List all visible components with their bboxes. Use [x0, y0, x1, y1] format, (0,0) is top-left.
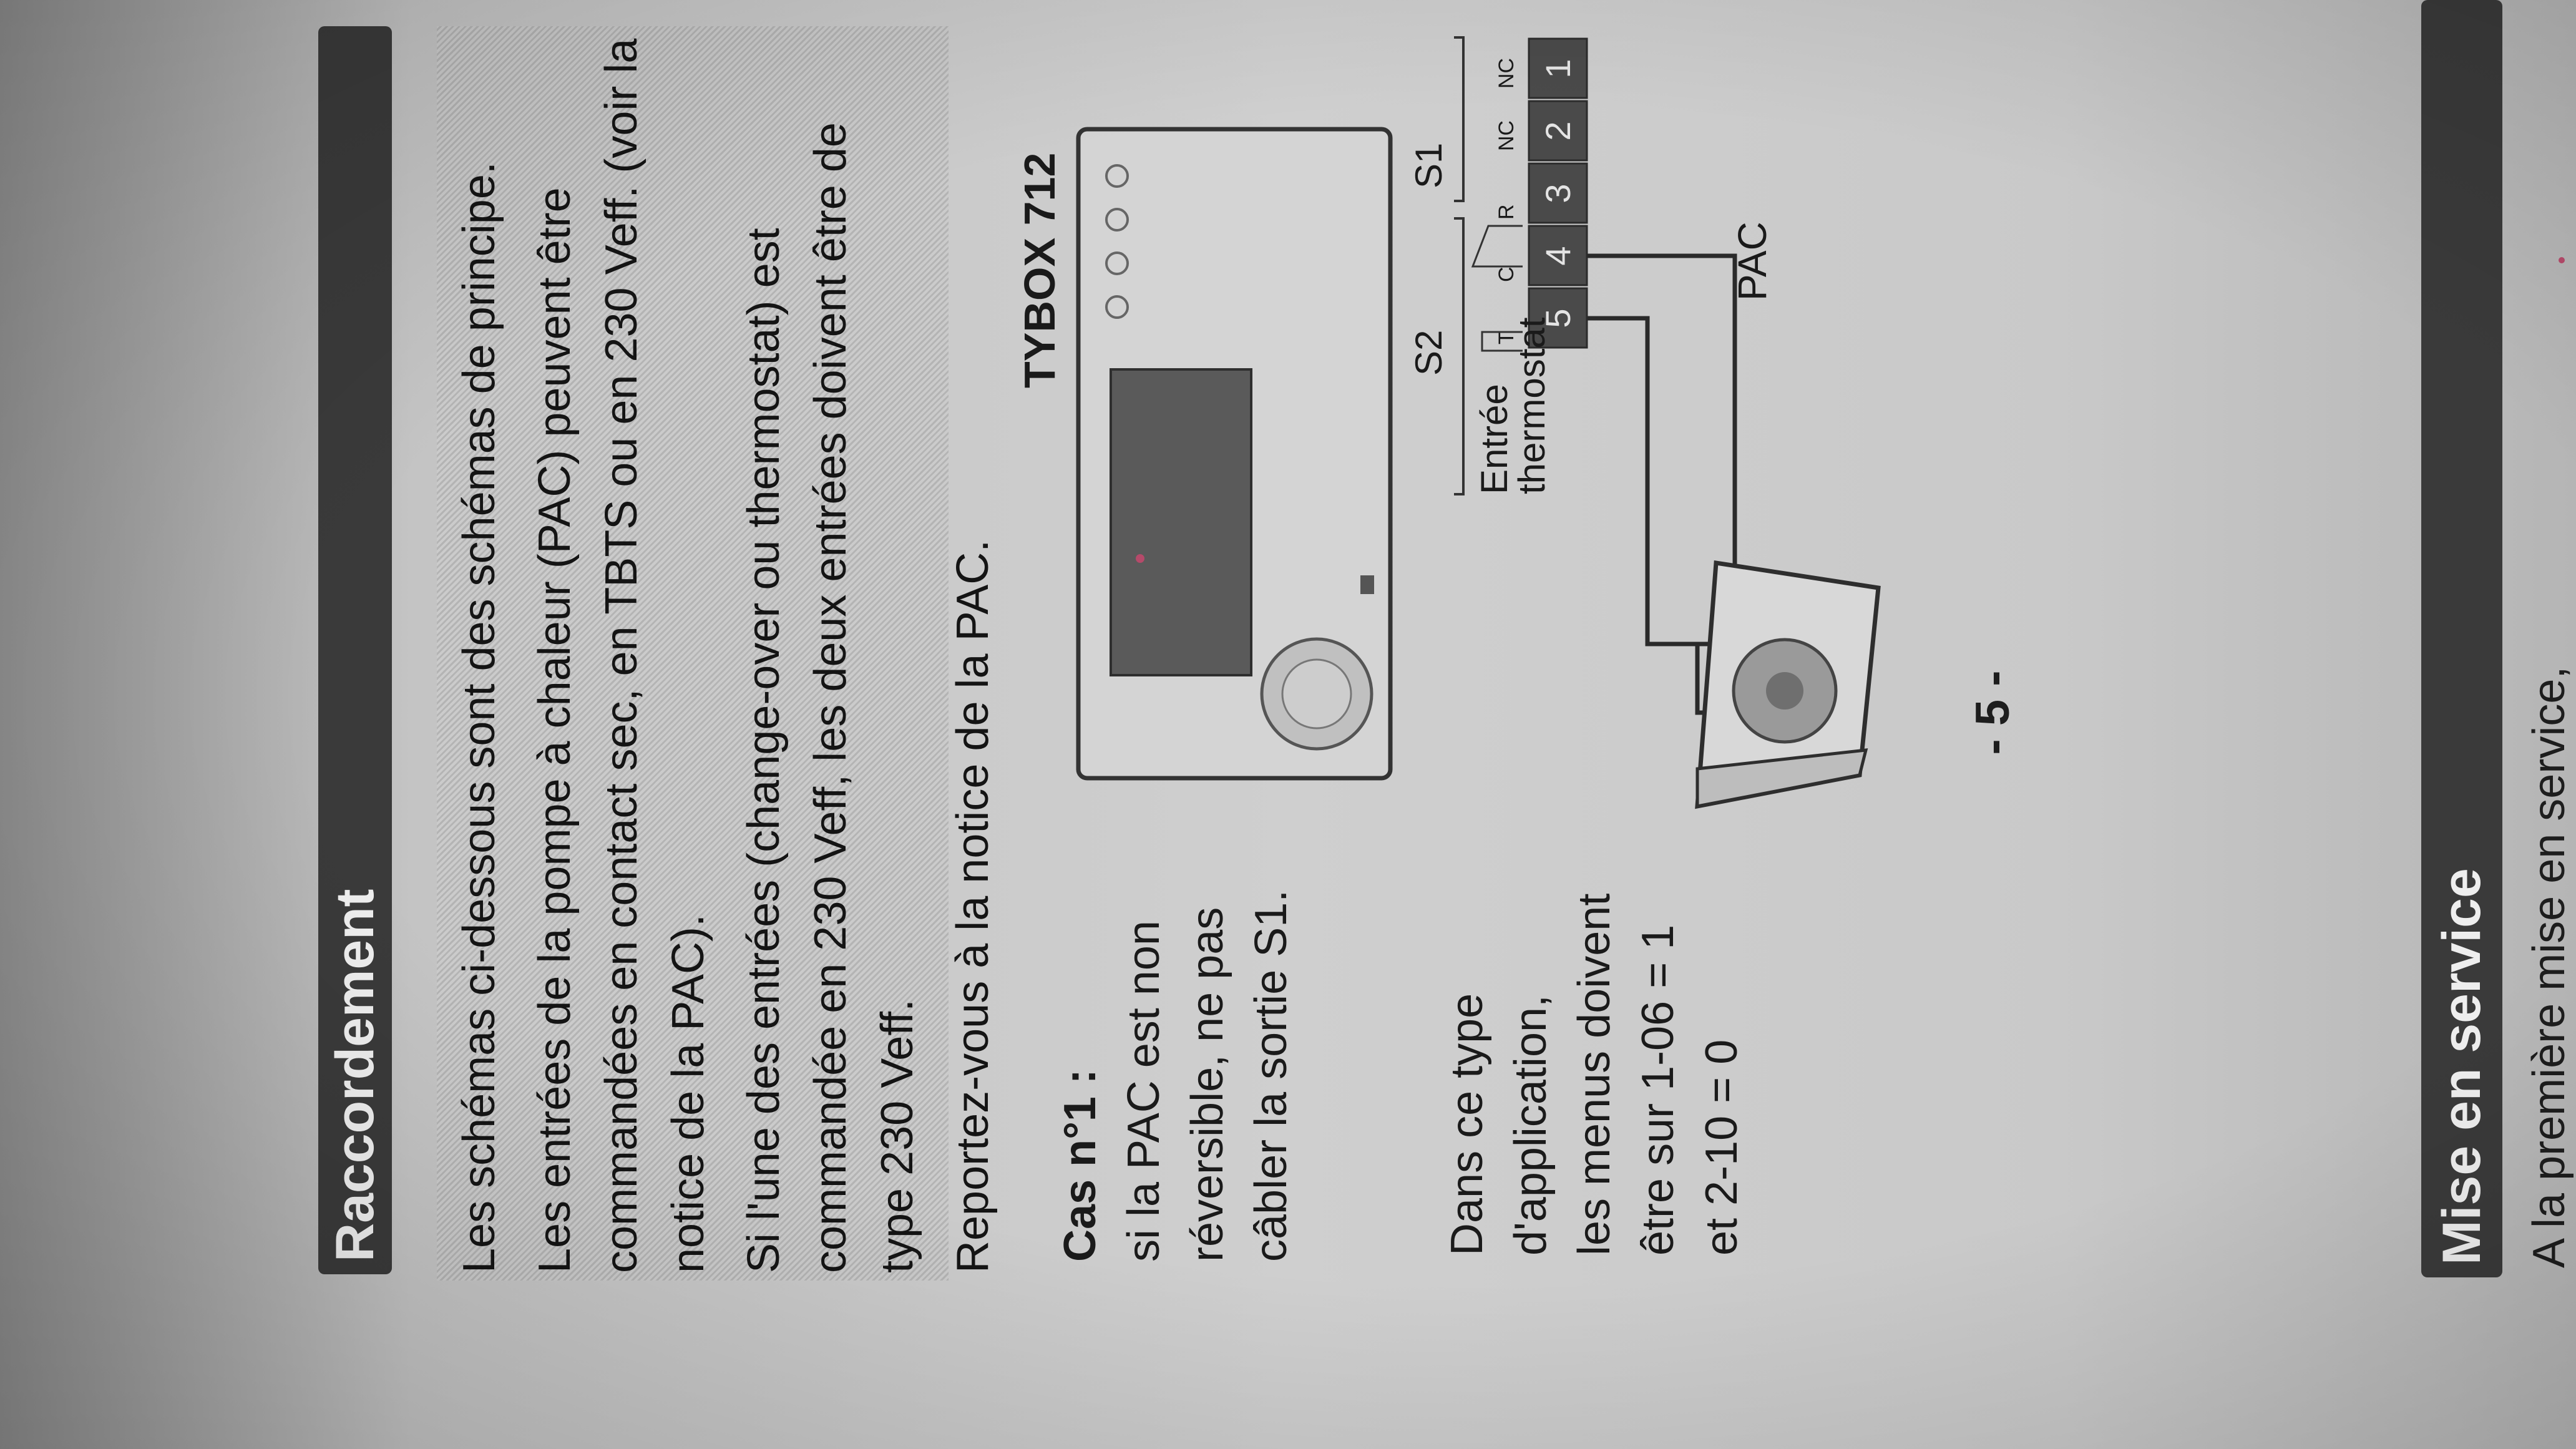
wire-terminal-5	[1587, 316, 1697, 646]
heat-pump-icon	[1695, 560, 1881, 809]
contact-label-r: R	[1495, 204, 1518, 220]
ink-spot	[2559, 257, 2565, 263]
terminal-1: 1	[1538, 59, 1578, 78]
terminal-4: 4	[1538, 246, 1578, 265]
section2-text: A la première mise en service,	[2524, 666, 2574, 1268]
input-label-line1: Entrée	[1473, 384, 1515, 494]
thermostat-device-icon	[1076, 127, 1393, 781]
contact-label-t: T	[1495, 331, 1518, 344]
output-s1-label: S1	[1408, 143, 1450, 188]
terminal-5: 5	[1538, 308, 1578, 328]
output-s2-label: S2	[1408, 330, 1450, 376]
ink-spot	[1136, 554, 1144, 563]
contact-label-nc-2: NC	[1495, 120, 1518, 151]
wire-terminal-4	[1587, 253, 1737, 644]
input-label-line2: thermostat	[1511, 317, 1553, 494]
contact-label-nc-1: NC	[1495, 58, 1518, 89]
relay-contact-symbol	[1471, 225, 1523, 268]
device-title: TYBOX 712	[1015, 153, 1064, 388]
section-header-mise-en-service: Mise en service	[2421, 0, 2502, 1277]
contact-label-c: C	[1495, 266, 1518, 282]
terminal-2: 2	[1538, 121, 1578, 140]
s1-bracket	[1454, 36, 1465, 202]
s2-bracket	[1454, 217, 1465, 495]
thermostat-contact-symbol	[1481, 331, 1523, 352]
page-number: - 5 -	[1966, 670, 2019, 755]
heat-pump-label: PAC	[1730, 222, 1775, 301]
terminal-3: 3	[1538, 183, 1578, 203]
terminal-block: 1 2 3 4 5	[1528, 37, 1588, 349]
